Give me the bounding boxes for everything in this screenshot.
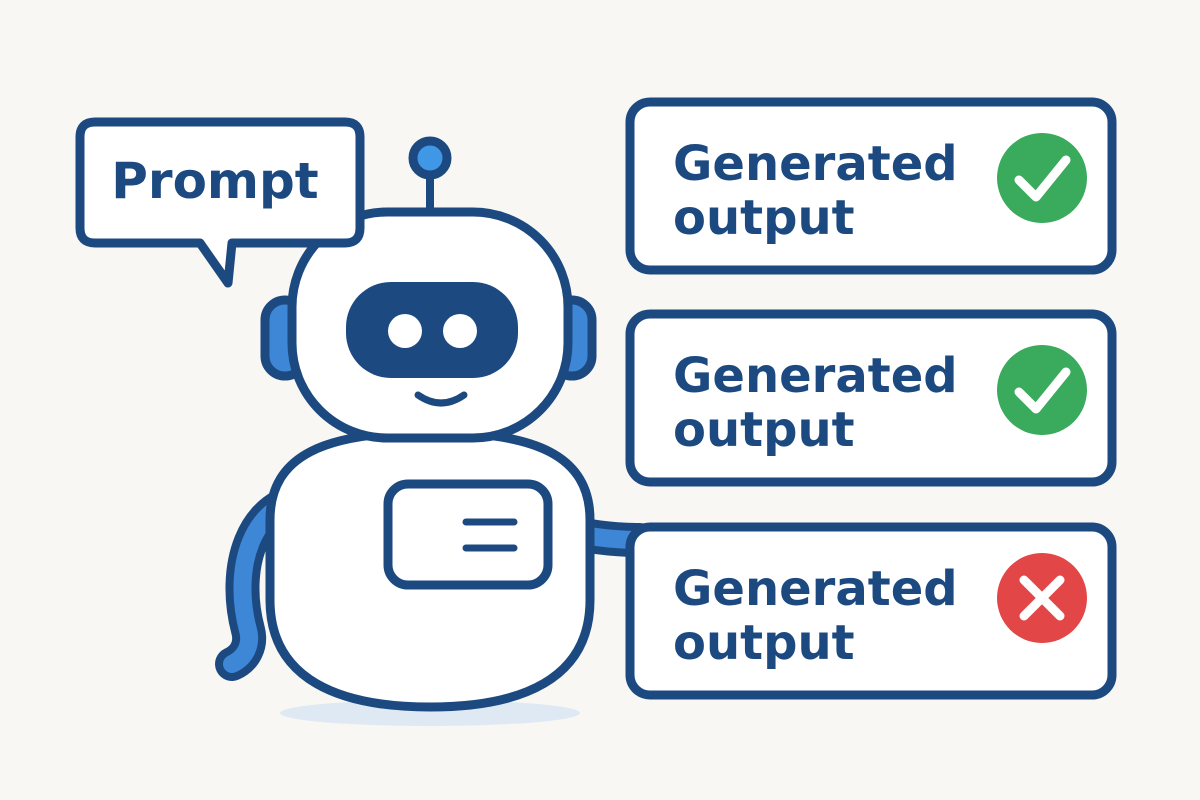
- prompt-label: Prompt: [111, 152, 318, 210]
- output-card-3: Generated output: [625, 522, 1117, 700]
- output-card-frame: [625, 522, 1117, 700]
- output-label-line2: output: [673, 190, 855, 246]
- speech-bubble-shape: [75, 117, 365, 288]
- robot-mascot: [215, 136, 657, 712]
- output-label-line1: Generated: [673, 136, 958, 192]
- check-icon: [997, 133, 1087, 223]
- output-card-frame: [625, 309, 1117, 487]
- robot-antenna-ball: [408, 136, 452, 180]
- robot-right-eye: [443, 314, 477, 348]
- robot-visor: [346, 282, 518, 378]
- speech-bubble: Prompt: [75, 117, 365, 288]
- output-card-2: Generated output: [625, 309, 1117, 487]
- output-label-line2: output: [673, 615, 855, 671]
- output-card-1: Generated output: [625, 97, 1117, 275]
- output-label-line2: output: [673, 402, 855, 458]
- check-icon: [997, 345, 1087, 435]
- robot-chest-panel: [383, 479, 553, 590]
- cross-icon: [997, 553, 1087, 643]
- output-card-frame: [625, 97, 1117, 275]
- output-label-line1: Generated: [673, 561, 958, 617]
- robot-left-eye: [388, 314, 422, 348]
- ground-shadow: [280, 700, 580, 726]
- output-label-line1: Generated: [673, 348, 958, 404]
- robot-smile: [414, 391, 468, 407]
